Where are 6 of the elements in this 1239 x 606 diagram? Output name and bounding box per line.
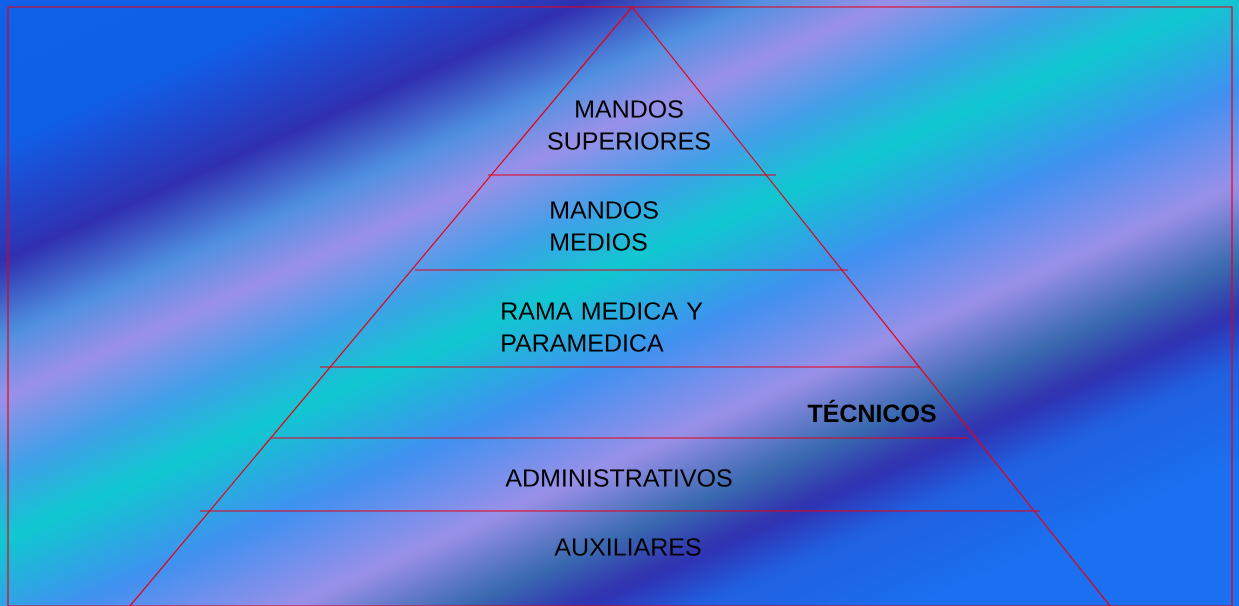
- pyramid-level: MANDOS MEDIOS: [551, 201, 658, 251]
- pyramid-level: ADMINISTRATIVOS: [505, 469, 732, 487]
- pyramid-level: TÉCNICOS: [807, 399, 936, 423]
- pyramid-level: MANDOS SUPERIORES: [548, 100, 710, 150]
- pyramid-level: AUXILIARES: [554, 538, 701, 556]
- pyramid-level: RAMA MEDICA Y PARAMEDICA: [502, 302, 703, 352]
